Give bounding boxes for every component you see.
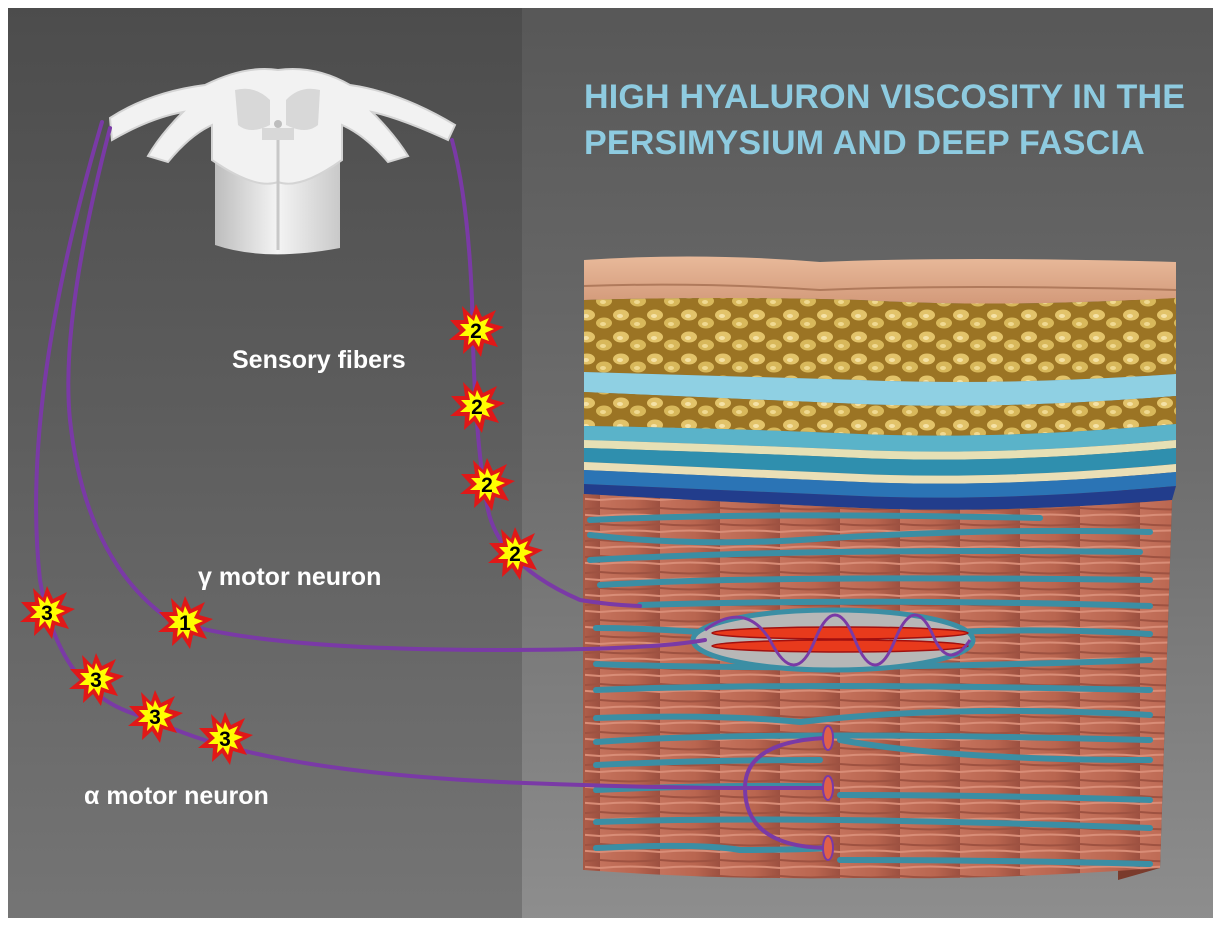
burst-marker: 2 xyxy=(449,304,504,357)
spinal-cord-illustration xyxy=(110,69,455,254)
burst-label-alpha-4: 3 xyxy=(219,728,231,751)
burst-marker: 3 xyxy=(20,586,75,639)
burst-marker: 2 xyxy=(460,458,515,511)
diagram-title: HIGH HYALURON VISCOSITY IN THE PERSIMYSI… xyxy=(584,74,1204,166)
muscle-spindle xyxy=(693,610,973,670)
alpha-motor-neuron-label: α motor neuron xyxy=(84,782,269,811)
burst-label-sensory-1: 2 xyxy=(470,320,482,343)
burst-marker: 2 xyxy=(450,380,505,433)
title-line-1: HIGH HYALURON VISCOSITY IN THE xyxy=(584,74,1204,120)
burst-label-alpha-3: 3 xyxy=(149,706,161,729)
burst-marker: 3 xyxy=(69,653,124,706)
burst-label-sensory-3: 2 xyxy=(481,474,493,497)
gamma-motor-neuron-label: γ motor neuron xyxy=(198,563,381,592)
title-line-2: PERSIMYSIUM AND DEEP FASCIA xyxy=(584,120,1204,166)
burst-label-sensory-2: 2 xyxy=(471,396,483,419)
burst-label-alpha-1: 3 xyxy=(41,602,53,625)
motor-end-plates xyxy=(823,726,833,860)
burst-label-gamma: 1 xyxy=(179,612,191,635)
burst-label-sensory-4: 2 xyxy=(509,543,521,566)
sensory-fibers-label: Sensory fibers xyxy=(232,346,406,375)
burst-label-alpha-2: 3 xyxy=(90,669,102,692)
burst-marker: 1 xyxy=(158,596,213,649)
